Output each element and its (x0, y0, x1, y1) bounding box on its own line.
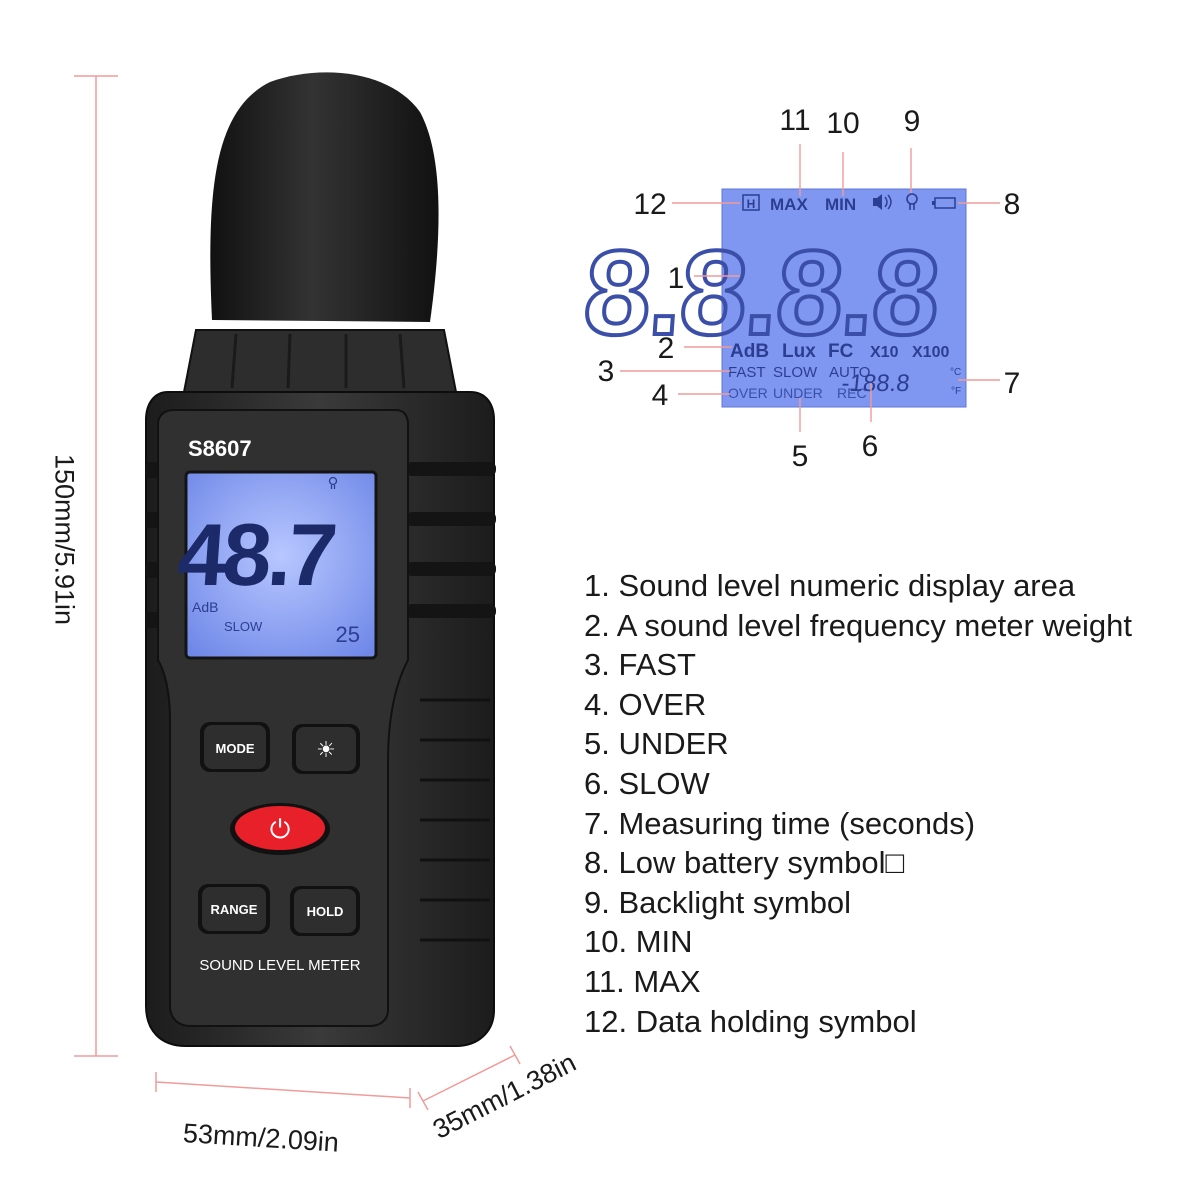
sun-icon: ☀ (316, 737, 336, 762)
device-lcd (184, 470, 378, 660)
lcd-max-indicator: MAX (770, 195, 808, 214)
lcd-hold-indicator: H (747, 197, 756, 211)
lcd-status-under: UNDER (773, 385, 823, 401)
hold-button-label: HOLD (307, 904, 344, 919)
legend-item: 5. UNDER (584, 726, 729, 762)
device-response-label: SLOW (224, 619, 263, 634)
height-dimension (74, 75, 118, 1057)
legend-item: 3. FAST (584, 647, 696, 683)
hold-button[interactable]: HOLD (290, 886, 360, 936)
mode-button[interactable]: MODE (200, 722, 270, 772)
lcd-speaker-icon (873, 194, 892, 210)
lcd-min-indicator: MIN (825, 195, 856, 214)
width-dimension (155, 1072, 411, 1108)
model-label: S8607 (188, 436, 252, 461)
lcd-temp-f: °F (951, 386, 961, 397)
legend-item: 11. MAX (584, 963, 701, 999)
backlight-button[interactable]: ☀ (292, 724, 360, 774)
lcd-mode-auto: AUTO (829, 364, 870, 381)
power-icon: ⏻ (270, 814, 291, 844)
lcd-mode-slow: SLOW (773, 364, 818, 381)
legend-item: 7. Measuring time (seconds) (584, 805, 976, 841)
legend-item: 1. Sound level numeric display area (584, 568, 1076, 603)
lcd-battery-icon (932, 197, 956, 209)
height-label: 150mm/5.91in (49, 453, 80, 626)
device-time-label: 25 (336, 622, 360, 647)
callout-6: 6 (862, 430, 879, 463)
device-weight-label: AdB (192, 599, 218, 615)
legend-list: 1. Sound level numeric display area 2. A… (584, 566, 1132, 1041)
legend-item: 2. A sound level frequency meter weight (584, 607, 1132, 643)
callout-3: 3 (598, 355, 615, 388)
lcd-unit-x10: X10 (870, 344, 899, 361)
legend-item: 6. SLOW (584, 765, 710, 801)
lcd-digits: 8.8.8.8 (580, 224, 944, 362)
side-vents (146, 462, 496, 628)
lcd-unit-adb: AdB (730, 341, 769, 362)
svg-text:8.8.8.8: 8.8.8.8 (580, 226, 942, 360)
callout-10: 10 (826, 107, 859, 140)
lcd-unit-lux: Lux (782, 341, 816, 362)
device-illustration: S8607 48.7 AdB SLOW 25 MODE ☀ ⏻ RANGE HO… (74, 72, 521, 1111)
legend-item: 12. Data holding symbol (584, 1003, 917, 1039)
lcd-unit-x100: X100 (912, 344, 949, 361)
lcd-diagram: H MAX MIN 8.8.8.8 AdB Lux FC X10 X100 FA… (580, 104, 1021, 473)
callout-5: 5 (792, 440, 809, 473)
callout-9: 9 (904, 105, 921, 138)
legend-item: 8. Low battery symbol□ (584, 845, 905, 881)
range-button[interactable]: RANGE (198, 884, 270, 934)
lcd-status-rec: REC (837, 385, 867, 401)
lcd-mode-fast: FAST (728, 364, 766, 381)
lcd-bulb-symbol-icon (906, 193, 918, 210)
mode-button-label: MODE (216, 741, 255, 756)
legend-item: 9. Backlight symbol (584, 884, 852, 920)
device-reading: 48.7 (175, 505, 338, 604)
lcd-panel (722, 189, 966, 407)
microphone-foam (210, 72, 439, 322)
lcd-bulb-icon (328, 476, 338, 489)
lcd-time-digits: -188.8 (840, 370, 911, 397)
callout-lines (620, 144, 1000, 432)
callout-7: 7 (1004, 367, 1021, 400)
lcd-temp-c: °C (950, 367, 961, 378)
lcd-status-over: OVER (728, 385, 768, 401)
callout-1: 1 (668, 262, 685, 295)
lcd-unit-fc: FC (828, 341, 854, 362)
depth-dimension (417, 1045, 521, 1111)
legend-item: 10. MIN (584, 924, 693, 960)
callout-2: 2 (658, 332, 675, 365)
callout-4: 4 (652, 379, 669, 412)
callout-11: 11 (779, 104, 810, 137)
device-neck (182, 329, 458, 393)
callout-12: 12 (633, 188, 666, 221)
device-name-label: SOUND LEVEL METER (199, 957, 360, 974)
callout-8: 8 (1004, 188, 1021, 221)
power-button[interactable]: ⏻ (230, 803, 330, 855)
legend-item: 4. OVER (584, 686, 707, 722)
range-button-label: RANGE (211, 902, 258, 917)
